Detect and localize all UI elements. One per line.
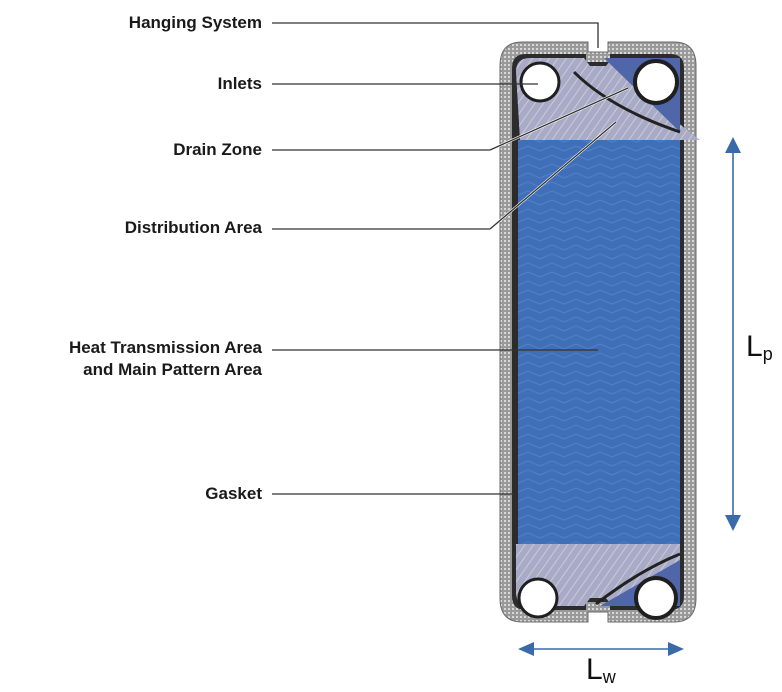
heat-transmission-area — [518, 140, 680, 544]
label-inlets: Inlets — [217, 74, 262, 93]
plate-length-label: Lp — [746, 330, 773, 364]
leader-lines — [272, 22, 629, 495]
plate-width-arrow — [518, 642, 684, 656]
label-distribution-area: Distribution Area — [124, 218, 262, 237]
label-heat-transmission-line1: Heat Transmission Area — [68, 338, 262, 357]
inlet-ports — [517, 59, 679, 620]
label-heat-transmission-line2: and Main Pattern Area — [83, 360, 262, 379]
label-gasket: Gasket — [205, 484, 262, 503]
plate-width-label: Lw — [586, 653, 616, 687]
plate-length-arrow — [725, 137, 741, 531]
label-drain-zone: Drain Zone — [173, 140, 262, 159]
label-heat-transmission-area: Heat Transmission Area and Main Pattern … — [69, 337, 262, 381]
label-hanging-system: Hanging System — [128, 13, 262, 32]
